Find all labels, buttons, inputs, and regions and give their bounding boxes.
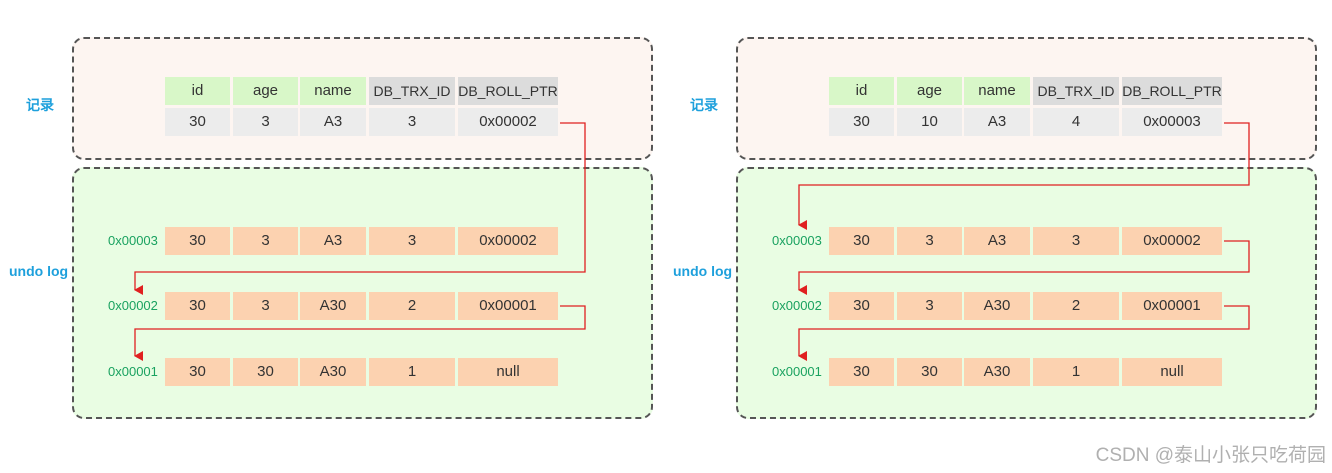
undo-cell: 1 (1033, 358, 1119, 386)
undo-cell: 30 (233, 358, 298, 386)
undo-address: 0x00001 (108, 364, 158, 379)
undo-cell: 30 (829, 227, 894, 255)
undo-cell: 0x00001 (458, 292, 558, 320)
undo-cell: 30 (165, 292, 230, 320)
undo-log-label: undo log (9, 263, 69, 279)
column-header: DB_TRX_ID (1033, 77, 1119, 105)
undo-cell: A30 (964, 358, 1030, 386)
undo-cell: A30 (300, 358, 366, 386)
record-cell: 0x00002 (458, 108, 558, 136)
undo-cell: A30 (964, 292, 1030, 320)
undo-cell: 0x00002 (1122, 227, 1222, 255)
undo-cell: 2 (369, 292, 455, 320)
undo-0x00003-to-0x00002-arrow (798, 240, 1250, 295)
undo-cell: 0x00002 (458, 227, 558, 255)
undo-cell: 0x00001 (1122, 292, 1222, 320)
column-header: age (233, 77, 298, 105)
undo-cell: 3 (233, 227, 298, 255)
undo-cell: null (1122, 358, 1222, 386)
watermark: CSDN @泰山小张只吃荷园 (1095, 445, 1326, 466)
record-cell: 4 (1033, 108, 1119, 136)
record-cell: A3 (964, 108, 1030, 136)
record-cell: 0x00003 (1122, 108, 1222, 136)
column-header: id (829, 77, 894, 105)
undo-cell: A3 (300, 227, 366, 255)
undo-address: 0x00002 (772, 298, 822, 313)
record-cell: 30 (829, 108, 894, 136)
record-cell: 30 (165, 108, 230, 136)
column-header: id (165, 77, 230, 105)
column-header: name (964, 77, 1030, 105)
record-label: 记录 (26, 97, 54, 113)
undo-cell: 30 (897, 358, 962, 386)
undo-cell: 3 (897, 292, 962, 320)
undo-cell: 30 (165, 358, 230, 386)
column-header: DB_TRX_ID (369, 77, 455, 105)
record-cell: 3 (233, 108, 298, 136)
undo-cell: 30 (165, 227, 230, 255)
column-header: DB_ROLL_PTR (458, 77, 558, 105)
undo-address: 0x00003 (772, 233, 822, 248)
record-label: 记录 (690, 97, 718, 113)
record-to-undo-0x00002-arrow (134, 122, 586, 295)
record-cell: A3 (300, 108, 366, 136)
undo-cell: 3 (233, 292, 298, 320)
record-to-undo-0x00003-arrow (798, 122, 1250, 230)
column-header: DB_ROLL_PTR (1122, 77, 1222, 105)
column-header: name (300, 77, 366, 105)
undo-cell: A3 (964, 227, 1030, 255)
undo-0x00002-to-0x00001-arrow (798, 305, 1250, 361)
column-header: age (897, 77, 962, 105)
undo-cell: 2 (1033, 292, 1119, 320)
record-cell: 3 (369, 108, 455, 136)
undo-address: 0x00003 (108, 233, 158, 248)
undo-cell: 3 (1033, 227, 1119, 255)
undo-address: 0x00002 (108, 298, 158, 313)
undo-cell: 3 (369, 227, 455, 255)
undo-0x00002-to-0x00001-arrow (134, 305, 586, 361)
record-cell: 10 (897, 108, 962, 136)
undo-cell: 3 (897, 227, 962, 255)
undo-log-label: undo log (673, 263, 733, 279)
undo-cell: A30 (300, 292, 366, 320)
undo-cell: 30 (829, 292, 894, 320)
undo-cell: 1 (369, 358, 455, 386)
undo-address: 0x00001 (772, 364, 822, 379)
undo-cell: 30 (829, 358, 894, 386)
undo-cell: null (458, 358, 558, 386)
